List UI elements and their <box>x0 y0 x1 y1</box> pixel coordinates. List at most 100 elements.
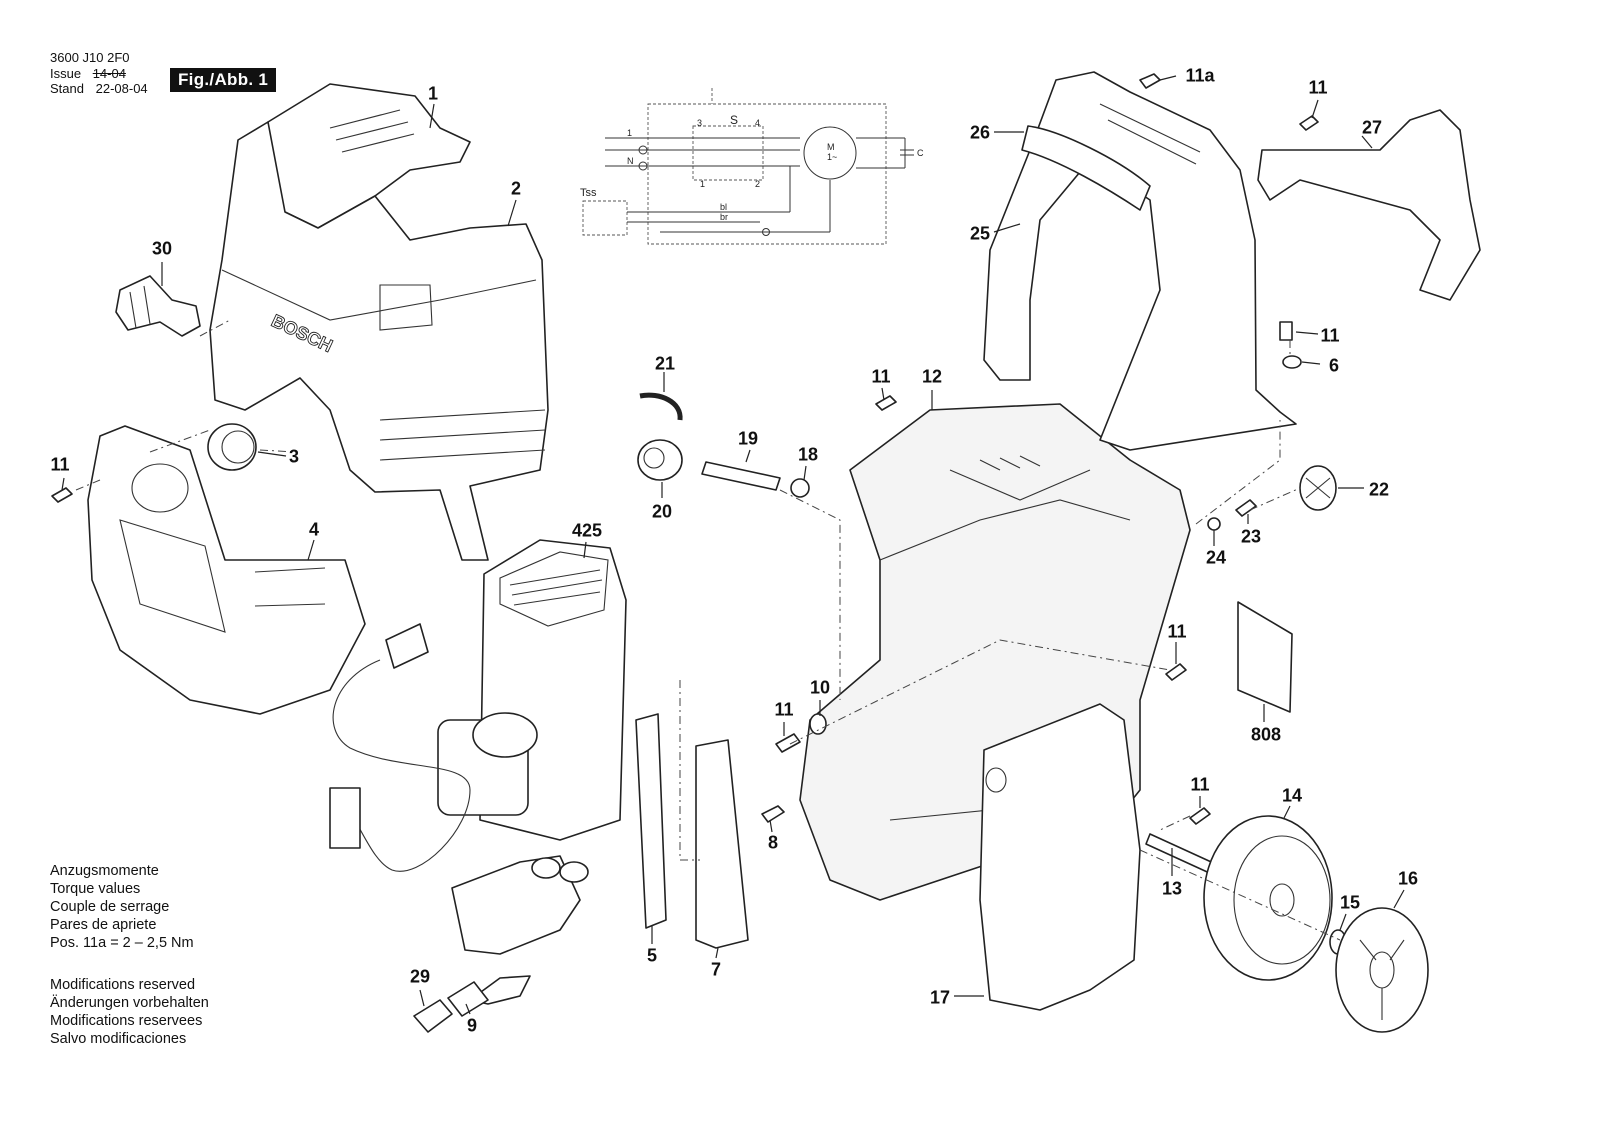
svg-text:1: 1 <box>627 128 632 138</box>
callout-13: 13 <box>1161 878 1183 899</box>
motor-symbol <box>803 126 857 180</box>
callout-18: 18 <box>797 444 819 465</box>
part-1-top-cover <box>267 83 471 229</box>
svg-text:1~: 1~ <box>827 152 837 162</box>
modification-notes: Modifications reserved Änderungen vorbeh… <box>50 976 209 1048</box>
svg-text:C: C <box>917 148 924 158</box>
issue-label: Issue <box>50 66 82 81</box>
screw-11-right-low <box>1189 807 1211 825</box>
part-24-washer <box>1207 517 1221 531</box>
callout-7: 7 <box>710 959 722 980</box>
switch-box <box>692 125 764 181</box>
part-21-hose <box>639 392 683 421</box>
part-6-nut <box>1282 355 1302 369</box>
screw-11-center <box>775 733 801 753</box>
part-16-hubcap <box>1335 907 1429 1033</box>
callout-8: 8 <box>767 832 779 853</box>
torque-line-de: Anzugsmomente <box>50 863 159 879</box>
callout-12: 12 <box>921 366 943 387</box>
switch-label: S <box>730 113 738 127</box>
part-18-plug <box>790 478 810 498</box>
callout-11-left: 11 <box>50 454 70 475</box>
callout-25: 25 <box>969 223 991 244</box>
stand-label: Stand <box>50 81 84 96</box>
callout-29: 29 <box>409 966 431 987</box>
svg-text:1: 1 <box>700 179 705 189</box>
callout-10: 10 <box>809 677 831 698</box>
callout-26: 26 <box>969 122 991 143</box>
doc-number: 3600 J10 2F0 <box>50 50 130 65</box>
callout-11-right-top: 11 <box>1308 77 1328 98</box>
screw-11-holder <box>1299 115 1319 131</box>
part-20-valve <box>637 439 683 481</box>
torque-line-en: Torque values <box>50 881 141 897</box>
part-7-guide <box>695 739 749 949</box>
callout-4: 4 <box>308 519 320 540</box>
part-27-holder <box>1257 109 1481 301</box>
callout-1: 1 <box>427 83 439 104</box>
callout-11-center-low: 11 <box>1190 774 1210 795</box>
thermal-label: Tss <box>580 187 597 199</box>
callout-21: 21 <box>654 353 676 374</box>
callout-23: 23 <box>1240 526 1262 547</box>
svg-text:3: 3 <box>697 118 702 128</box>
part-14-wheel <box>1203 815 1333 981</box>
part-3-knob <box>207 423 257 471</box>
svg-text:bl: bl <box>720 202 727 212</box>
schematic-frame <box>647 103 887 245</box>
screw-11a <box>1139 73 1161 89</box>
issue-row: Issue 14-04 <box>50 66 126 82</box>
screw-11-left <box>51 487 73 503</box>
callout-27: 27 <box>1361 117 1383 138</box>
torque-line-es: Pares de apriete <box>50 917 157 933</box>
callout-2: 2 <box>510 178 522 199</box>
callout-24: 24 <box>1205 547 1227 568</box>
callout-15: 15 <box>1339 892 1361 913</box>
callout-11-center: 11 <box>774 699 794 720</box>
part-808-label <box>1237 601 1293 713</box>
callout-14: 14 <box>1281 785 1303 806</box>
modifications-en: Modifications reserved <box>50 977 196 993</box>
callout-425: 425 <box>571 520 603 541</box>
thermal-switch-box <box>582 200 628 236</box>
callout-17: 17 <box>929 987 951 1008</box>
callout-30: 30 <box>151 238 173 259</box>
part-29-fitting <box>413 999 453 1033</box>
svg-text:4: 4 <box>755 118 760 128</box>
callout-16: 16 <box>1397 868 1419 889</box>
part-26-grip <box>1021 125 1151 211</box>
wiring-schematic: S Tss 1 N 3 4 1 2 C M 1~ bl br <box>580 88 924 245</box>
part-425-motor-pump <box>329 539 627 1005</box>
callout-3: 3 <box>288 446 300 467</box>
part-5-guide <box>635 713 667 929</box>
stand-value: 22-08-04 <box>95 81 148 96</box>
figure-badge: Fig./Abb. 1 <box>170 68 277 92</box>
part-30-nozzle <box>115 275 201 337</box>
issue-value: 14-04 <box>92 66 126 81</box>
part-17-side-cover <box>979 703 1141 1011</box>
callout-9: 9 <box>466 1015 478 1036</box>
svg-text:N: N <box>627 156 634 166</box>
svg-text:2: 2 <box>755 179 760 189</box>
callout-11-right-low: 11 <box>1167 621 1187 642</box>
part-22-wheel-cap <box>1299 465 1337 511</box>
callout-19: 19 <box>737 428 759 449</box>
part-23-screw <box>1235 499 1257 517</box>
callout-22: 22 <box>1368 479 1390 500</box>
torque-value: Pos. 11a = 2 – 2,5 Nm <box>50 935 194 951</box>
part-4-front-panel <box>87 425 366 715</box>
torque-line-fr: Couple de serrage <box>50 899 170 915</box>
modifications-fr: Modifications reservees <box>50 1013 203 1029</box>
screw-11-right-top <box>1279 321 1293 341</box>
part-9-fitting <box>447 981 489 1017</box>
callout-20: 20 <box>651 501 673 522</box>
screw-11-right-mid <box>1165 663 1187 681</box>
torque-notes: Anzugsmomente Torque values Couple de se… <box>50 862 194 952</box>
svg-text:br: br <box>720 212 728 222</box>
svg-text:M: M <box>827 142 835 152</box>
stand-row: Stand 22-08-04 <box>50 81 148 97</box>
modifications-es: Salvo modificaciones <box>50 1031 187 1047</box>
callout-11a: 11a <box>1185 65 1215 86</box>
callout-5: 5 <box>646 945 658 966</box>
